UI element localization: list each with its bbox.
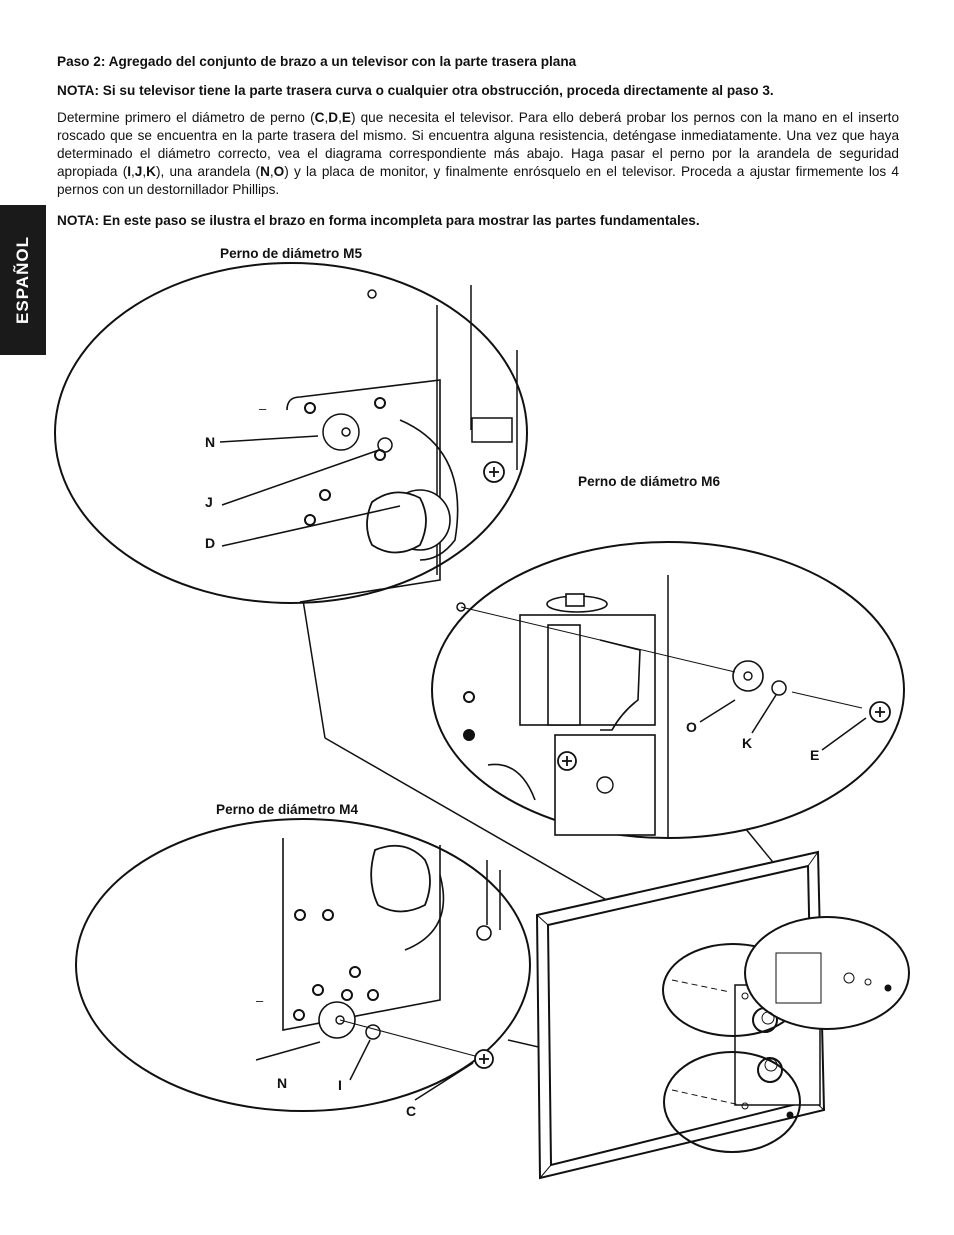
connector-line xyxy=(302,599,326,739)
callout-arrows xyxy=(219,435,867,1101)
figure-title-m6: Perno de diámetro M6 xyxy=(578,474,721,489)
instructions-paragraph: Determine primero el diámetro de perno (… xyxy=(57,110,900,197)
m6-detail xyxy=(431,541,905,839)
callout-j: J xyxy=(205,494,213,510)
m5-detail xyxy=(54,262,528,604)
callout-n-m4: N xyxy=(277,1075,288,1091)
note-curved-back: NOTA: Si su televisor tiene la parte tra… xyxy=(57,83,774,98)
svg-text:–: – xyxy=(259,401,267,416)
callout-e: E xyxy=(810,747,820,763)
language-tab: ESPAÑOL xyxy=(0,205,46,355)
figure-title-m5: Perno de diámetro M5 xyxy=(220,246,363,261)
detail-ellipse-m6 xyxy=(744,916,910,1030)
callout-k: K xyxy=(742,735,753,751)
m4-detail xyxy=(75,818,531,1112)
figure-title-m4: Perno de diámetro M4 xyxy=(216,802,359,817)
callout-n-m5: N xyxy=(205,434,216,450)
callout-i: I xyxy=(338,1077,342,1093)
callout-o: O xyxy=(686,719,697,735)
note-incomplete-arm: NOTA: En este paso se ilustra el brazo e… xyxy=(57,213,700,228)
step-heading: Paso 2: Agregado del conjunto de brazo a… xyxy=(57,54,577,69)
callout-c: C xyxy=(406,1103,417,1119)
svg-text:–: – xyxy=(256,993,264,1008)
callout-d: D xyxy=(205,535,216,551)
detail-ellipse-m4 xyxy=(663,1051,801,1153)
